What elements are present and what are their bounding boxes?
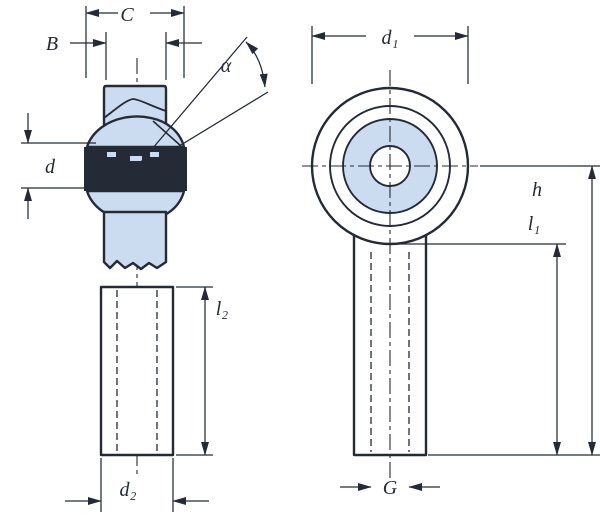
label-ring-width: B bbox=[46, 33, 58, 55]
dimension-bore: d bbox=[21, 113, 96, 219]
dimension-thread: G bbox=[340, 477, 440, 499]
dimension-angle: α bbox=[140, 36, 269, 169]
sphere-upper bbox=[85, 115, 186, 149]
front-view: d₁ h l₁ G bbox=[302, 26, 600, 499]
seal-lip-left bbox=[107, 152, 116, 157]
label-head-diameter: d₁ bbox=[382, 27, 399, 49]
inner-ring-lower-section bbox=[102, 210, 168, 271]
dimension-shank-length: l₂ bbox=[176, 286, 229, 456]
side-shank bbox=[99, 285, 175, 457]
dimension-length-total: l₁ bbox=[428, 165, 600, 456]
seal-lip-right bbox=[150, 152, 159, 157]
label-angle: α bbox=[221, 55, 232, 77]
dimension-length-short: h bbox=[397, 179, 566, 456]
dimension-shank-diameter: d₂ bbox=[65, 458, 209, 512]
side-view: C B d α bbox=[21, 4, 269, 512]
seal-lip-center bbox=[130, 156, 142, 161]
label-thread: G bbox=[383, 477, 398, 499]
dimension-ring-width: B bbox=[46, 32, 202, 80]
label-shank-diameter: d₂ bbox=[120, 479, 137, 501]
bore-section-band bbox=[84, 147, 187, 191]
sphere-seam-line bbox=[152, 120, 182, 147]
label-length-total: l₁ bbox=[528, 213, 541, 235]
dimension-head-diameter: d₁ bbox=[311, 26, 469, 84]
label-head-width: C bbox=[120, 4, 134, 26]
label-shank-length: l₂ bbox=[216, 298, 229, 320]
label-length-short: h bbox=[532, 179, 542, 201]
dimension-head-width: C bbox=[85, 4, 185, 78]
break-line-upper bbox=[103, 98, 167, 119]
label-bore: d bbox=[45, 156, 56, 178]
